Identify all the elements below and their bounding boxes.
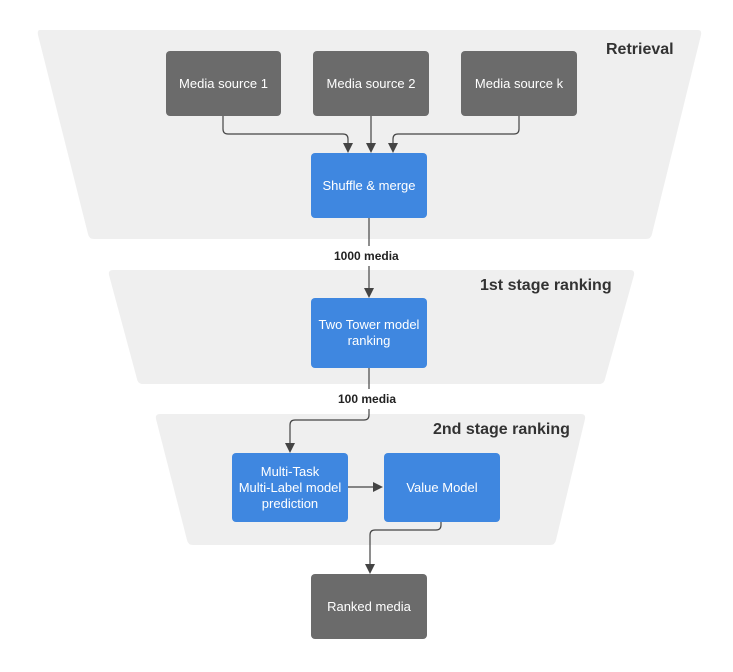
edge-sourcek-shuffle bbox=[388, 116, 520, 153]
retrieval-title: Retrieval bbox=[606, 41, 674, 58]
label-100-background bbox=[335, 389, 403, 409]
node-media-source-1: Media source 1 bbox=[166, 51, 281, 116]
node-multi-task-multi-label: Multi-Task Multi-Label model prediction bbox=[232, 453, 348, 522]
node-shuffle-merge: Shuffle & merge bbox=[311, 153, 427, 218]
edge-two-tower-mtml bbox=[285, 368, 370, 453]
edge-source1-shuffle bbox=[222, 116, 353, 153]
node-ranked-media: Ranked media bbox=[311, 574, 427, 639]
edge-value-model-ranked bbox=[365, 522, 442, 574]
flow-label-1000-media: 1000 media bbox=[334, 249, 399, 263]
first-stage-title: 1st stage ranking bbox=[480, 277, 612, 294]
node-media-source-k: Media source k bbox=[461, 51, 577, 116]
node-two-tower-ranking: Two Tower model ranking bbox=[311, 298, 427, 368]
node-media-source-2: Media source 2 bbox=[313, 51, 429, 116]
label-1000-background bbox=[332, 246, 406, 266]
flow-label-100-media: 100 media bbox=[338, 392, 397, 406]
second-stage-title: 2nd stage ranking bbox=[433, 421, 570, 438]
node-value-model: Value Model bbox=[384, 453, 500, 522]
